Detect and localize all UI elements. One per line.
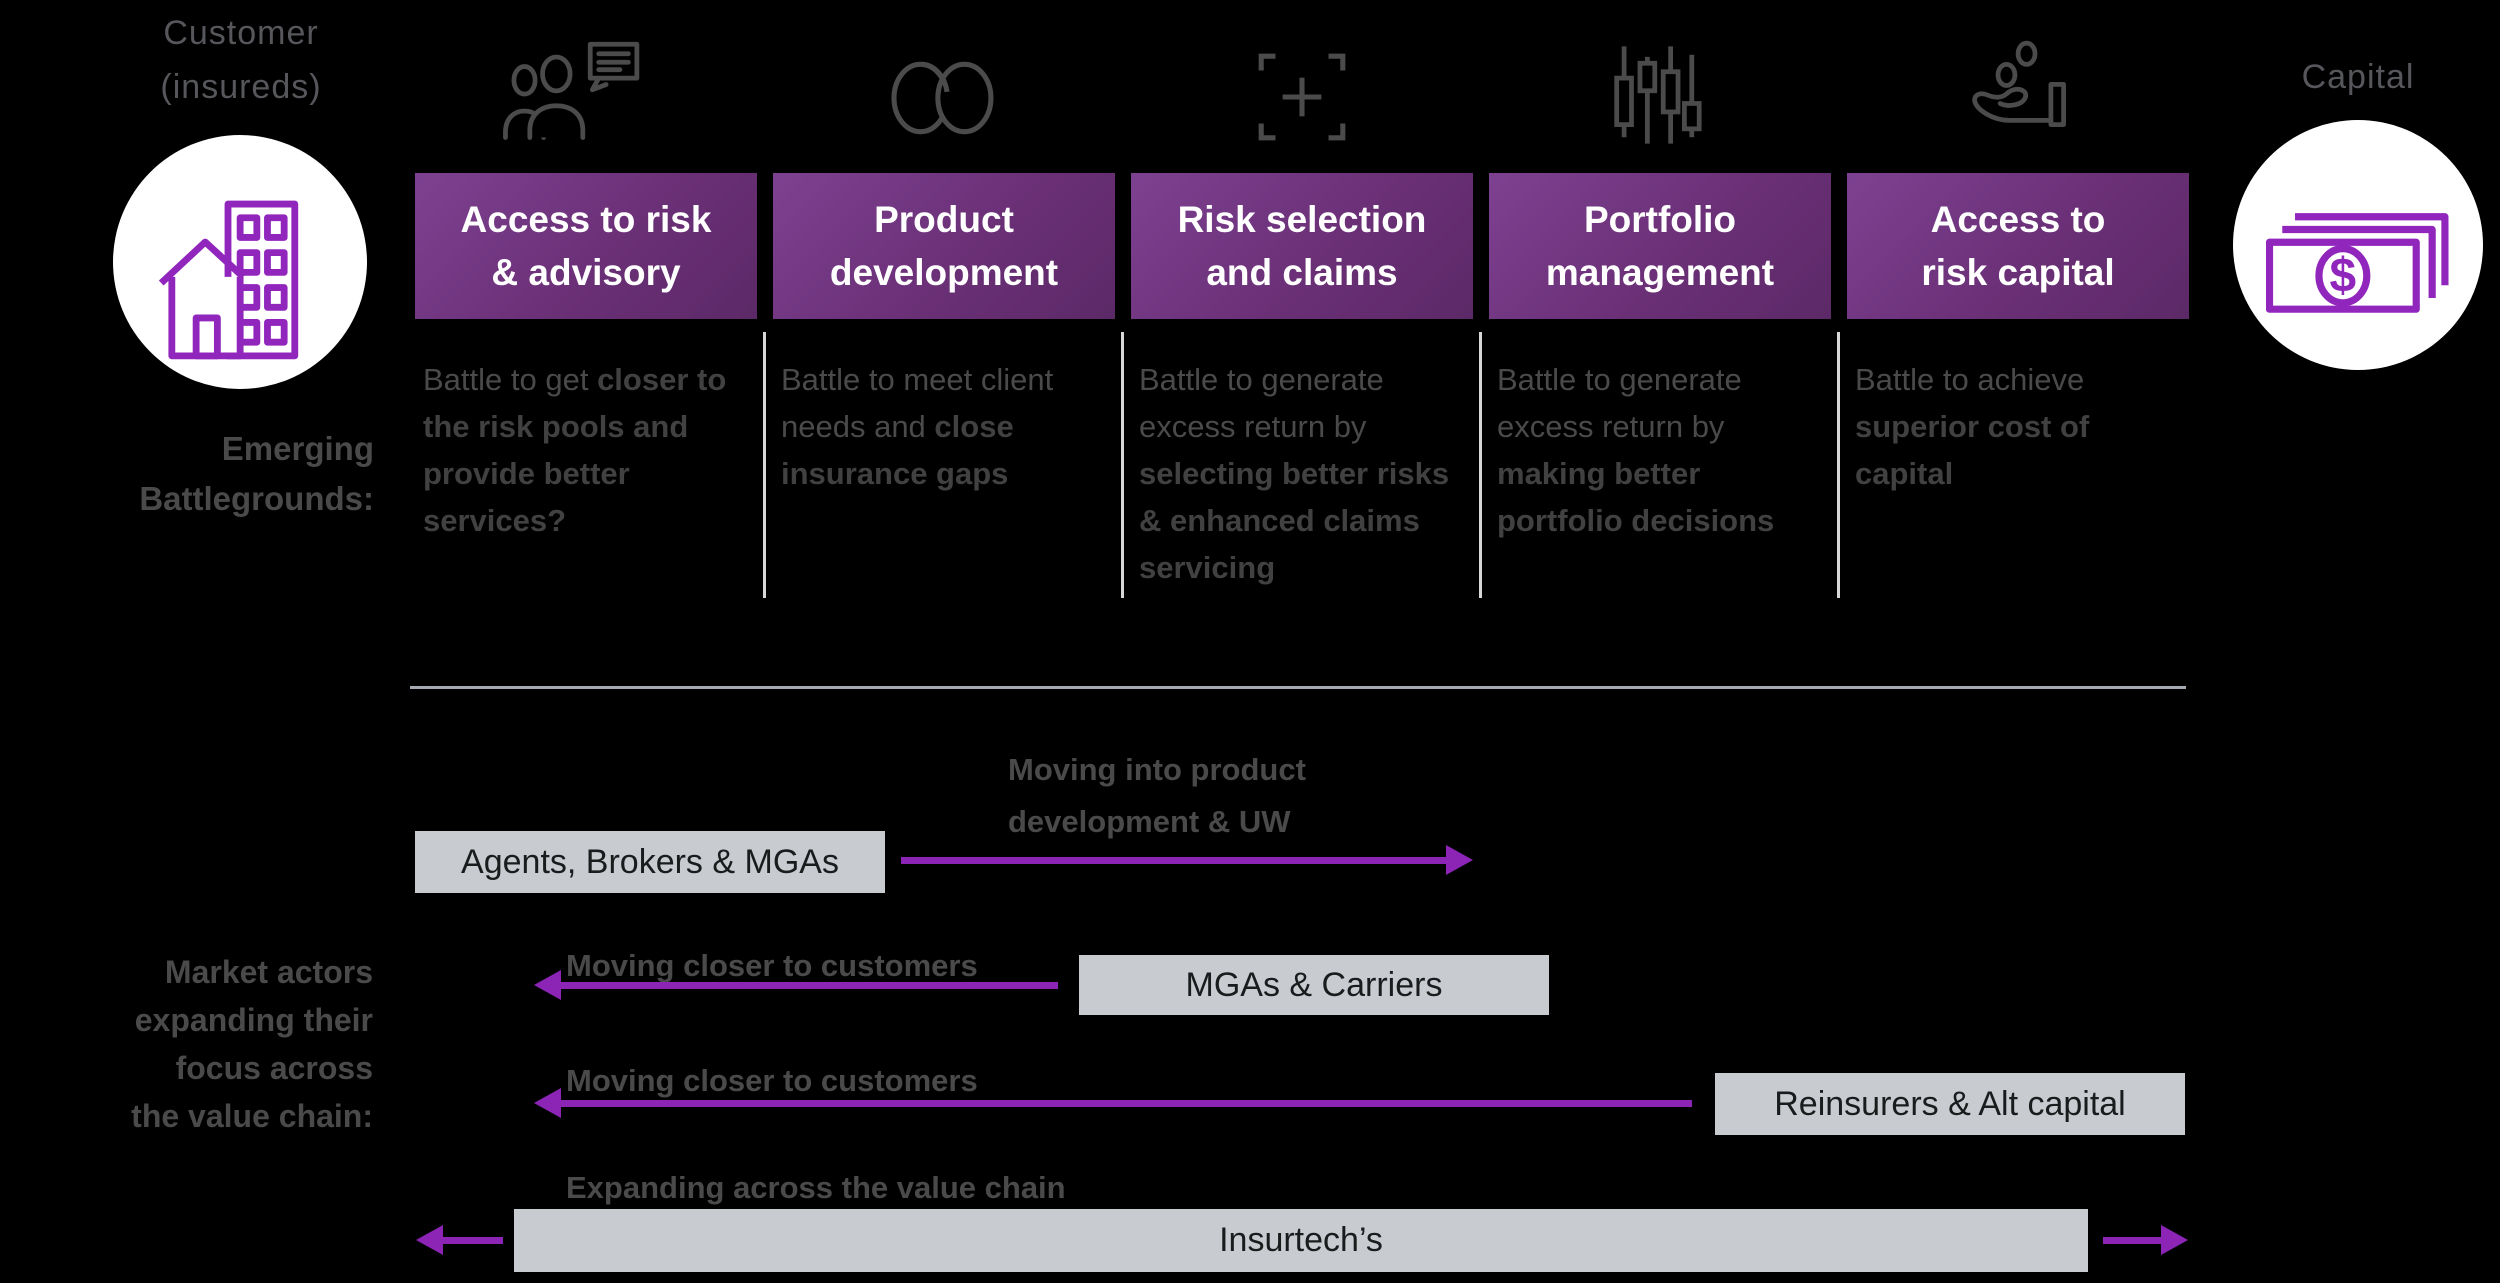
movement-label-reinsurers: Moving closer to customers [566, 1063, 978, 1098]
hand-coins-icon [1960, 40, 2072, 150]
arrow-left-reinsurers [561, 1100, 1692, 1107]
battleground-access-to-risk: Battle to get closer to the risk pools a… [423, 362, 727, 538]
chain-box-portfolio-management: Portfolio management [1489, 173, 1831, 319]
actor-box-mgas-carriers: MGAs & Carriers [1079, 955, 1549, 1015]
arrow-right-head [1446, 845, 1473, 875]
chain-box-risk-selection: Risk selection and claims [1131, 173, 1473, 319]
movement-label-agents: Moving into product development & UW [1008, 752, 1306, 839]
movement-label-insurtechs: Expanding across the value chain [566, 1170, 1066, 1205]
chain-box-product-development: Product development [773, 173, 1115, 319]
actor-box-reinsurers-alt-capital: Reinsurers & Alt capital [1715, 1073, 2185, 1135]
svg-text:$: $ [2330, 250, 2357, 303]
battleground-risk-capital: Battle to achieve superior cost of capit… [1855, 362, 2090, 491]
interlocking-rings-icon [867, 48, 1021, 148]
chain-box-access-to-risk: Access to risk & advisory [415, 173, 757, 319]
customer-label: Customer (insureds) [160, 14, 322, 106]
candlestick-chart-icon [1606, 40, 1712, 150]
arrow-left-head [534, 970, 561, 1000]
capital-label: Capital [2301, 58, 2415, 96]
building-house-icon [152, 198, 304, 368]
movement-label-mgas-carriers: Moving closer to customers [566, 948, 978, 983]
column-divider [1479, 332, 1482, 598]
arrow-right-insurtechs [2103, 1237, 2161, 1244]
battleground-risk-selection: Battle to generate excess return by sele… [1139, 362, 1450, 585]
arrow-left-head [534, 1088, 561, 1118]
column-divider [1121, 332, 1124, 598]
money-bills-icon: $ [2266, 196, 2458, 314]
arrow-left-mgas [561, 982, 1058, 989]
arrow-left-head [416, 1225, 443, 1255]
market-actors-label: Market actors expanding their focus acro… [131, 954, 373, 1134]
column-divider [1837, 332, 1840, 598]
emerging-battlegrounds-label: Emerging Battlegrounds: [139, 430, 374, 517]
battleground-portfolio-management: Battle to generate excess return by maki… [1497, 362, 1775, 538]
actor-box-insurtechs: Insurtech’s [514, 1209, 2088, 1272]
actor-box-agents-brokers-mgas: Agents, Brokers & MGAs [415, 831, 885, 893]
arrow-right-agents [901, 857, 1446, 864]
column-divider [763, 332, 766, 598]
arrow-left-insurtechs [443, 1237, 503, 1244]
people-chat-icon [500, 40, 672, 146]
chain-box-risk-capital: Access to risk capital [1847, 173, 2189, 319]
focus-target-icon [1251, 46, 1353, 148]
arrow-right-head [2161, 1225, 2188, 1255]
battleground-product-development: Battle to meet client needs and close in… [781, 362, 1054, 491]
section-divider-line [410, 686, 2186, 689]
